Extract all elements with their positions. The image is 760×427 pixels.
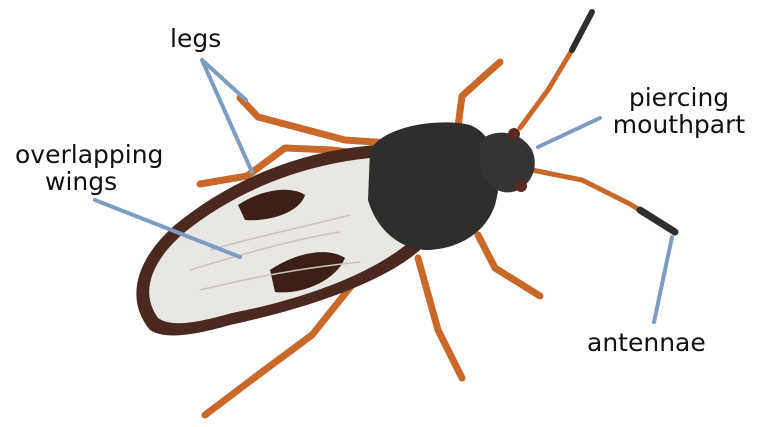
label-wings-line1: overlapping bbox=[15, 141, 163, 168]
antenna-lower-tip bbox=[640, 210, 675, 232]
leader-line-antennae bbox=[654, 237, 672, 322]
leader-line-mouthpart bbox=[538, 118, 600, 147]
label-legs-text: legs bbox=[170, 25, 221, 52]
leader-line-legs bbox=[202, 60, 246, 100]
leg-hind-right bbox=[418, 258, 462, 378]
antenna-lower bbox=[532, 170, 675, 232]
label-piercing-mouthpart: piercing mouthpart bbox=[606, 84, 752, 138]
label-overlapping-wings: overlapping wings bbox=[15, 141, 163, 195]
label-antennae: antennae bbox=[587, 329, 706, 356]
leg-mid-right bbox=[478, 235, 540, 296]
eye bbox=[515, 180, 527, 192]
leader-line-legs bbox=[202, 60, 252, 172]
pronotum bbox=[368, 122, 499, 250]
label-mouthpart-line2: mouthpart bbox=[606, 111, 752, 138]
label-mouthpart-line1: piercing bbox=[606, 84, 752, 111]
eye bbox=[508, 128, 520, 140]
antenna-upper-tip bbox=[572, 12, 592, 50]
label-wings-line2: wings bbox=[15, 168, 163, 195]
label-antennae-text: antennae bbox=[587, 329, 706, 356]
label-legs: legs bbox=[170, 25, 221, 52]
